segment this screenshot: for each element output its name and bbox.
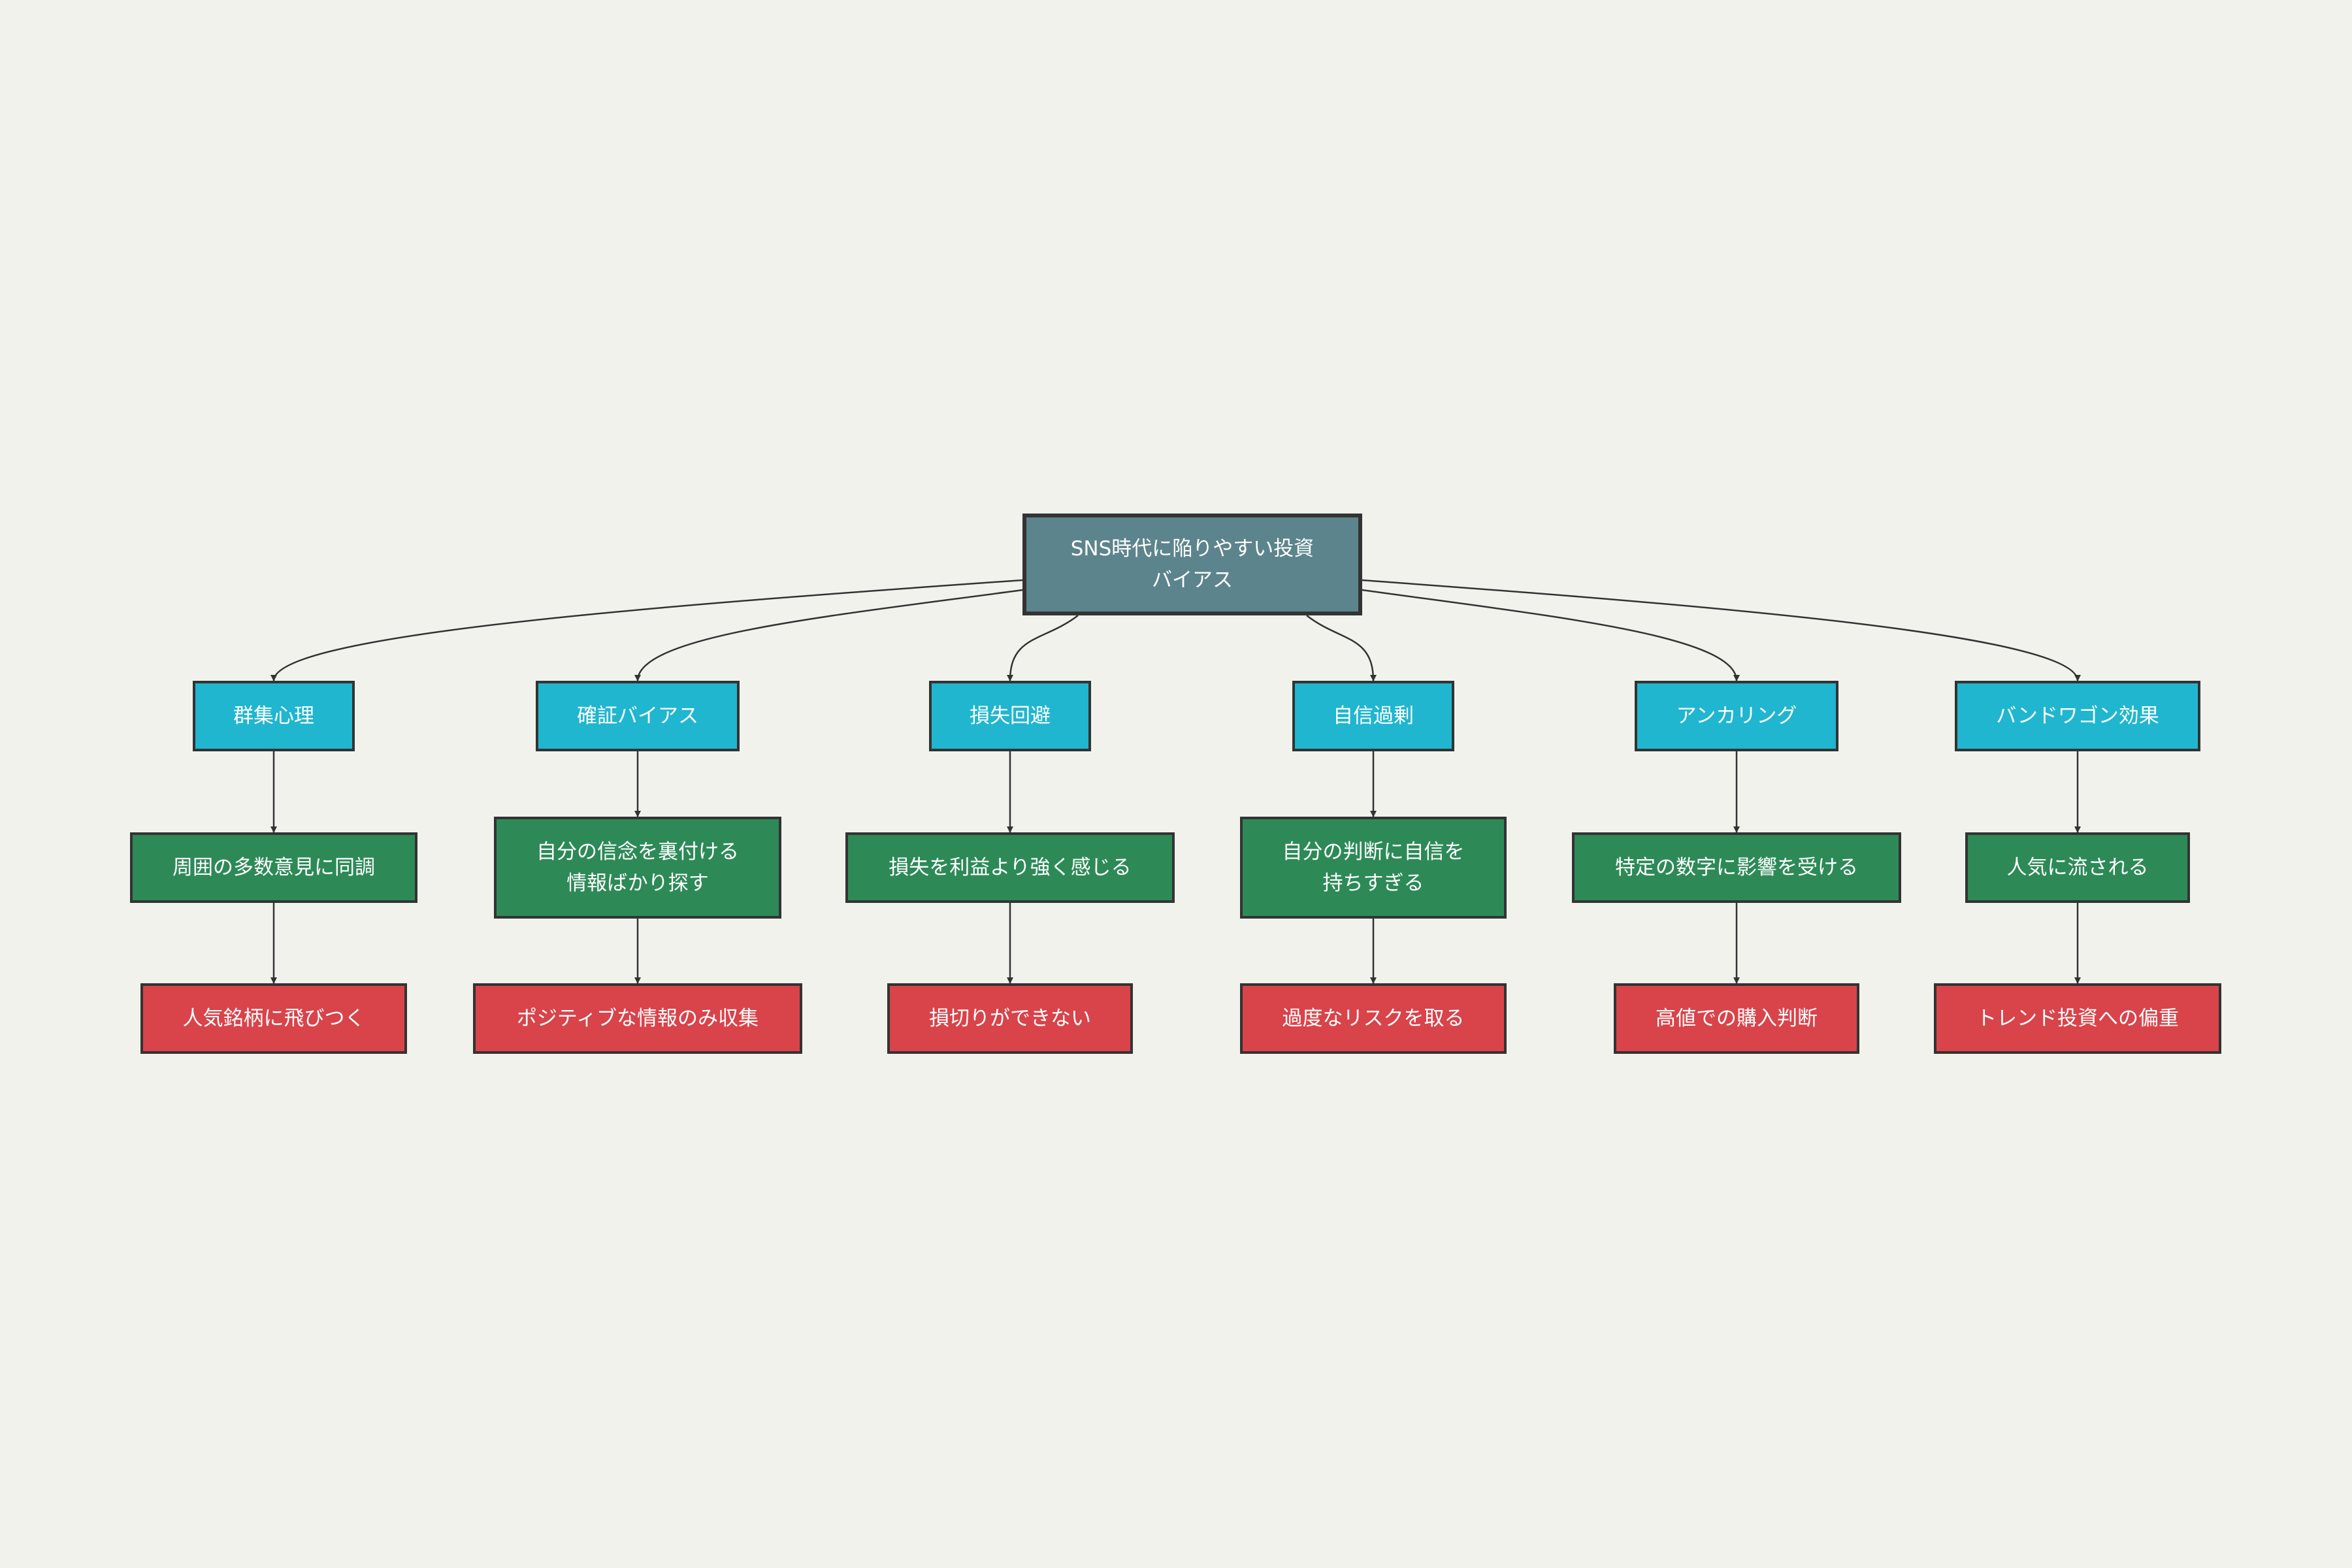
- bias-node: 確証バイアス: [536, 681, 740, 751]
- bias-node: 自信過剰: [1292, 681, 1454, 751]
- root-to-bias-edge: [1007, 615, 1079, 681]
- consequence-node: ポジティブな情報のみ収集: [473, 983, 802, 1054]
- consequence-node: 人気銘柄に飛びつく: [140, 983, 407, 1054]
- description-node: 損失を利益より強く感じる: [845, 832, 1175, 903]
- description-node: 自分の判断に自信を 持ちすぎる: [1240, 817, 1507, 919]
- consequence-node: 過度なリスクを取る: [1240, 983, 1507, 1054]
- root-to-bias-edge: [634, 589, 1023, 681]
- description-node: 特定の数字に影響を受ける: [1572, 832, 1901, 903]
- root-to-bias-edge: [1362, 589, 1740, 681]
- bias-node: 群集心理: [193, 681, 355, 751]
- description-node: 周囲の多数意見に同調: [130, 832, 417, 903]
- bias-node: バンドワゴン効果: [1955, 681, 2200, 751]
- root-to-bias-edge: [270, 579, 1023, 681]
- root-node: SNS時代に陥りやすい投資 バイアス: [1022, 514, 1362, 615]
- description-node: 自分の信念を裏付ける 情報ばかり探す: [494, 817, 781, 919]
- bias-node: 損失回避: [929, 681, 1091, 751]
- consequence-node: トレンド投資への偏重: [1934, 983, 2221, 1054]
- root-to-bias-edge: [1306, 615, 1377, 681]
- bias-node: アンカリング: [1635, 681, 1838, 751]
- consequence-node: 高値での購入判断: [1614, 983, 1859, 1054]
- consequence-node: 損切りができない: [887, 983, 1133, 1054]
- root-to-bias-edge: [1362, 579, 2081, 681]
- description-node: 人気に流される: [1965, 832, 2190, 903]
